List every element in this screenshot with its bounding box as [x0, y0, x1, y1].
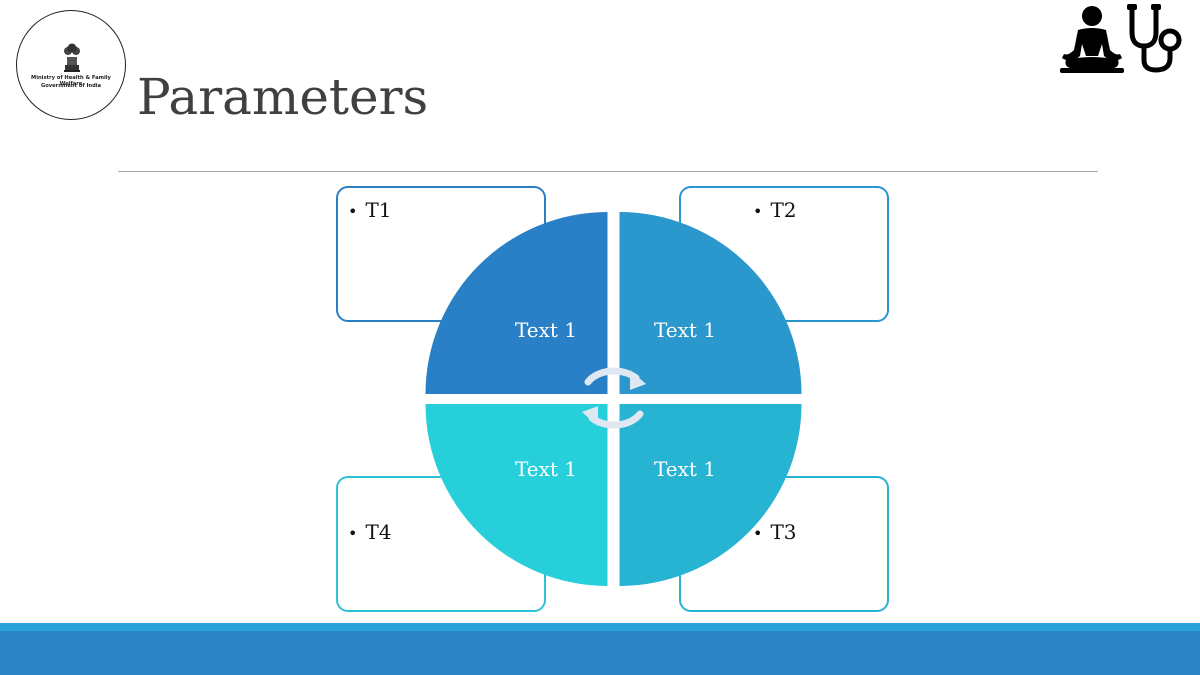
box-t4-label: T4: [348, 520, 391, 544]
yoga-meditation-icon: [1060, 6, 1124, 73]
box-t3: T3: [679, 476, 889, 612]
box-t1: T1: [336, 186, 546, 322]
cycle-arrows-icon: [582, 367, 646, 429]
box-t3-label: T3: [753, 520, 796, 544]
page-title: Parameters: [137, 68, 429, 126]
box-t4: T4: [336, 476, 546, 612]
footer-stripe: [0, 623, 1200, 631]
quadrant-top-left-text: Text 1: [515, 318, 578, 342]
national-emblem-icon: [64, 43, 80, 72]
footer-bar: [0, 631, 1200, 675]
quadrant-top-right-text: Text 1: [654, 318, 717, 342]
stethoscope-icon: [1127, 4, 1182, 73]
title-divider: [118, 171, 1098, 172]
logo-government-text: Government of India: [40, 83, 102, 89]
box-t2-label: T2: [753, 198, 796, 222]
quadrant-bottom-left-text: Text 1: [515, 457, 578, 481]
quadrant-bottom-right-text: Text 1: [654, 457, 717, 481]
ministry-logo: Ministry of Health & Family Welfare Gove…: [16, 10, 126, 120]
logo-ministry-text: Ministry of Health & Family Welfare: [31, 75, 111, 87]
box-t2: T2: [679, 186, 889, 322]
box-t1-label: T1: [348, 198, 391, 222]
